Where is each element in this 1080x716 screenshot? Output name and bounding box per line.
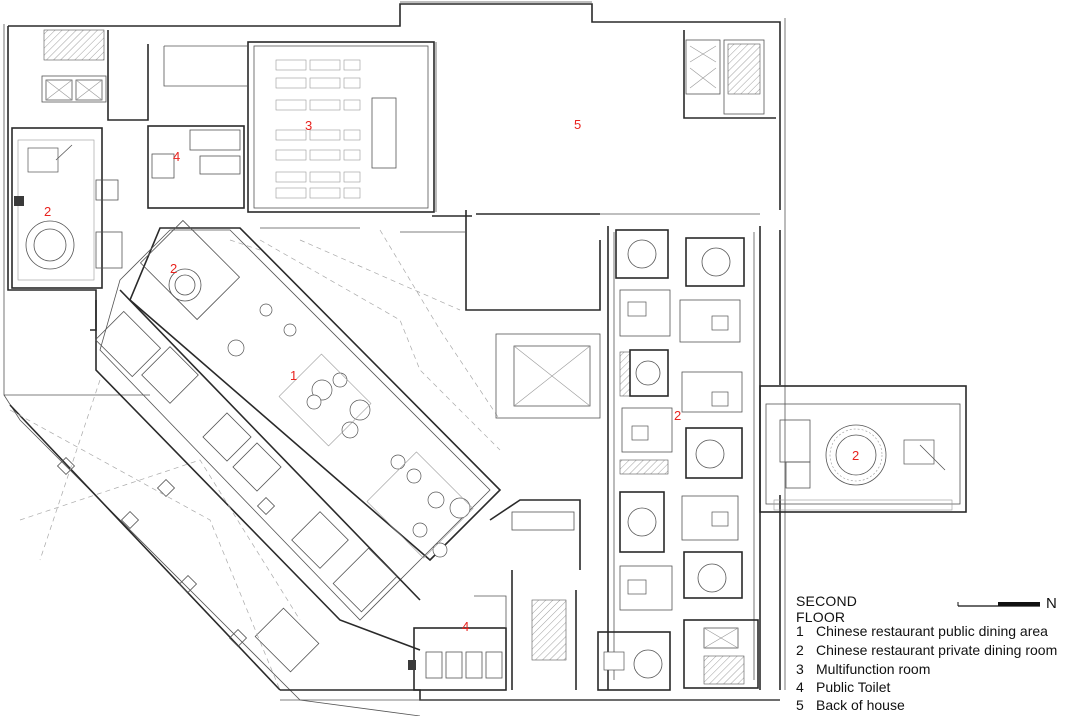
north-label: N [1046, 595, 1057, 612]
legend-item: 4 Public Toilet [796, 679, 890, 695]
multifunction-room [163, 41, 435, 213]
room-tags: 1 2 2 2 2 3 4 4 5 [44, 117, 859, 634]
legend-number: 5 [796, 697, 804, 713]
legend-number: 1 [796, 623, 804, 639]
roof-lines [9, 229, 501, 691]
private-rooms-cluster [597, 226, 761, 691]
legend-item: 3 Multifunction room [796, 661, 930, 677]
south-core [408, 499, 581, 691]
legend-item: 2 Chinese restaurant private dining room [796, 642, 1057, 658]
room-tag: 4 [173, 149, 180, 164]
legend-item: 5 Back of house [796, 697, 905, 713]
legend-number: 4 [796, 679, 804, 695]
back-of-house [435, 30, 776, 215]
legend-item: 1 Chinese restaurant public dining area [796, 623, 1048, 639]
legend-number: 2 [796, 642, 804, 658]
legend-label: Chinese restaurant private dining room [816, 642, 1058, 658]
legend-label: Back of house [816, 697, 905, 713]
room-tag: 1 [290, 368, 297, 383]
east-wing [759, 385, 967, 513]
room-tag: 2 [44, 204, 51, 219]
north-west-block [11, 29, 245, 289]
diagonal-dining-wing [56, 219, 502, 673]
drawing-title: SECOND FLOOR [796, 593, 858, 625]
legend-number: 3 [796, 661, 804, 677]
seating-rows [275, 59, 361, 199]
central-void [260, 210, 601, 419]
room-tag: 3 [305, 118, 312, 133]
north-arrow-icon [957, 602, 1040, 607]
room-tag: 2 [170, 261, 177, 276]
room-tag: 5 [574, 117, 581, 132]
building-outline [3, 1, 786, 716]
room-tag: 4 [462, 619, 469, 634]
room-tag: 2 [674, 408, 681, 423]
room-tag: 2 [852, 448, 859, 463]
legend-label: Public Toilet [816, 679, 891, 695]
legend-label: Multifunction room [816, 661, 931, 677]
legend-label: Chinese restaurant public dining area [816, 623, 1048, 639]
